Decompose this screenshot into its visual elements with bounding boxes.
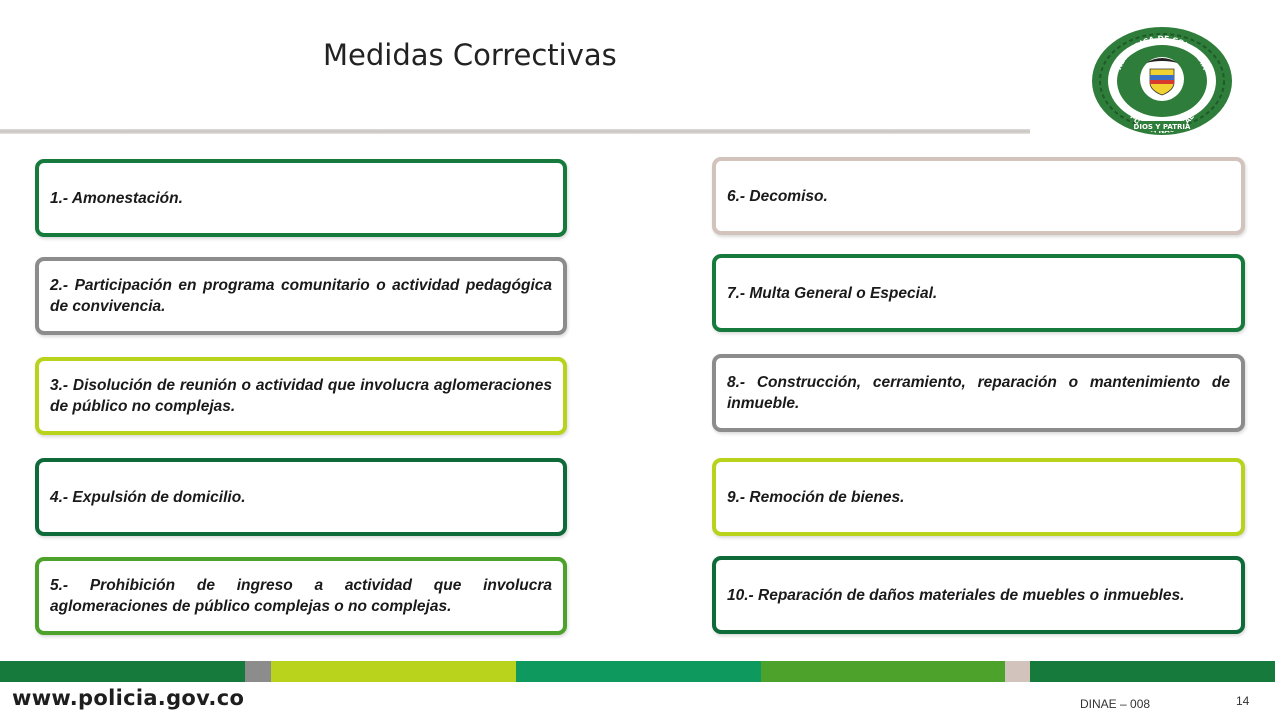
- footer-color-bar: [1005, 661, 1030, 682]
- measure-item-4: 4.- Expulsión de domicilio.: [35, 458, 567, 536]
- website-link[interactable]: www.policia.gov.co: [12, 686, 245, 710]
- measure-item-3: 3.- Disolución de reunión o actividad qu…: [35, 357, 567, 435]
- measure-item-text: 7.- Multa General o Especial.: [727, 284, 938, 302]
- title-divider: [0, 129, 1030, 134]
- footer-color-bar: [516, 661, 761, 682]
- svg-text:DIOS Y PATRIA: DIOS Y PATRIA: [1134, 123, 1191, 131]
- footer-color-bar: [245, 661, 271, 682]
- measure-item-text: 10.- Reparación de daños materiales de m…: [727, 586, 1185, 604]
- footer-color-bar: [1030, 661, 1275, 682]
- measure-item-text: 5.- Prohibición de ingreso a actividad q…: [50, 577, 552, 615]
- measure-item-text: 6.- Decomiso.: [727, 187, 828, 205]
- measure-item-text: 1.- Amonestación.: [50, 189, 183, 207]
- page-title: Medidas Correctivas: [323, 38, 617, 72]
- measure-item-text: 2.- Participación en programa comunitari…: [50, 277, 552, 315]
- footer-color-bar: [761, 661, 1005, 682]
- measure-item-text: 8.- Construcción, cerramiento, reparació…: [727, 374, 1230, 412]
- measure-item-8: 8.- Construcción, cerramiento, reparació…: [712, 354, 1245, 432]
- measure-item-text: 4.- Expulsión de domicilio.: [50, 488, 246, 506]
- measure-item-text: 3.- Disolución de reunión o actividad qu…: [50, 377, 552, 415]
- measure-item-10: 10.- Reparación de daños materiales de m…: [712, 556, 1245, 634]
- measure-item-2: 2.- Participación en programa comunitari…: [35, 257, 567, 335]
- measure-item-1: 1.- Amonestación.: [35, 159, 567, 237]
- policia-nacional-emblem-icon: REPUBLICA DE COLOMBIA POLICIA NACIONAL D…: [1092, 27, 1232, 135]
- footer-color-bar: [0, 661, 245, 682]
- measure-item-text: 9.- Remoción de bienes.: [727, 488, 905, 506]
- footer-color-bar: [271, 661, 516, 682]
- measure-item-9: 9.- Remoción de bienes.: [712, 458, 1245, 536]
- measure-item-6: 6.- Decomiso.: [712, 157, 1245, 235]
- measure-item-7: 7.- Multa General o Especial.: [712, 254, 1245, 332]
- document-code: DINAE – 008: [1080, 697, 1151, 711]
- page-number: 14: [1236, 694, 1250, 708]
- measure-item-5: 5.- Prohibición de ingreso a actividad q…: [35, 557, 567, 635]
